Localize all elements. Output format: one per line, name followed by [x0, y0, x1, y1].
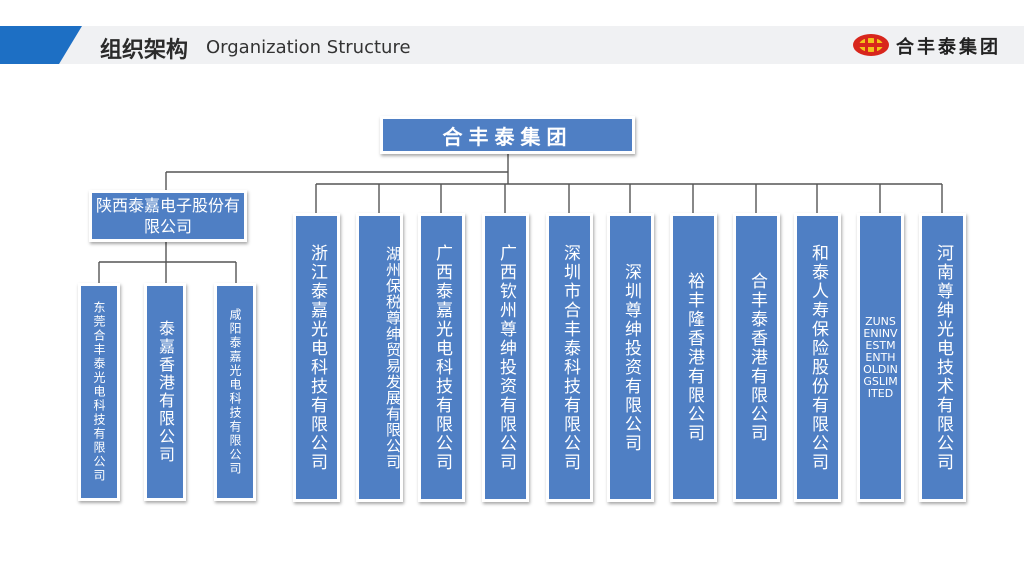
org-node-guangxi-qinzhou: 广西钦州尊绅投资有限公司: [482, 213, 529, 502]
page-subtitle: Organization Structure: [206, 37, 411, 58]
org-node-zunsen-investment: ZUNSENINVESTMENTHOLDINGSLIMITED: [857, 213, 904, 502]
brand-mark-icon: [853, 34, 889, 56]
org-root-node: 合丰泰集团: [380, 116, 635, 154]
org-node-hetai-insurance: 和泰人寿保险股份有限公司: [794, 213, 841, 502]
org-node-shenzhen-zunshen: 深圳尊绅投资有限公司: [607, 213, 654, 502]
org-branch-node: 陕西泰嘉电子股份有限公司: [89, 190, 247, 242]
org-node-huzhou: 湖州保税尊绅贸易发展有限公司: [356, 213, 403, 502]
org-node-hefengtai-hk: 合丰泰香港有限公司: [733, 213, 780, 502]
org-sub-node-xianyang: 咸阳泰嘉光电科技有限公司: [214, 283, 256, 501]
org-node-guangxi-taijia: 广西泰嘉光电科技有限公司: [418, 213, 465, 502]
org-node-zhejiang: 浙江泰嘉光电科技有限公司: [293, 213, 340, 502]
org-node-shenzhen-hefengtai: 深圳市合丰泰科技有限公司: [546, 213, 593, 502]
brand-name: 合丰泰集团: [896, 37, 1001, 58]
org-sub-node-taijia-hk: 泰嘉香港有限公司: [144, 283, 186, 501]
org-node-henan-zunshen: 河南尊绅光电技术有限公司: [919, 213, 966, 502]
org-sub-node-dongguan: 东莞合丰泰光电科技有限公司: [78, 283, 120, 501]
brand-logo: 合丰泰集团: [852, 30, 1012, 60]
org-node-yufenglong-hk: 裕丰隆香港有限公司: [670, 213, 717, 502]
page-title: 组织架构: [100, 38, 189, 63]
